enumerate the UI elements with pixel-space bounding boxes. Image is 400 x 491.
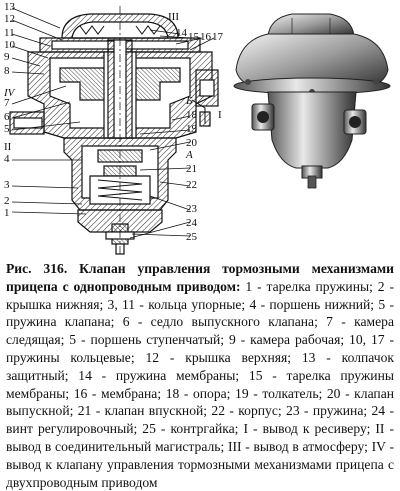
callout-8: 8 [4,65,10,77]
port-label-i: I [218,109,222,121]
sectional-view [9,6,219,255]
letter-a: А [185,149,193,161]
callout-16: 16 [200,31,212,43]
port-label-iii: III [168,11,179,23]
callout-21: 21 [186,163,197,175]
caption-body: 1 - тарелка пружины; 2 - крышка нижняя; … [6,278,394,490]
callout-23: 23 [186,203,198,215]
letter-b: Б [185,95,193,107]
port-labels: III I II IV Б А [3,11,222,161]
callout-15: 15 [188,31,200,43]
technical-figure: 13 12 11 10 9 8 7 6 5 4 3 2 1 14 15 16 1… [3,1,391,255]
callout-20: 20 [186,137,198,149]
callout-17: 17 [212,31,224,43]
callout-7: 7 [4,97,10,109]
valve-drawing: 13 12 11 10 9 8 7 6 5 4 3 2 1 14 15 16 1… [3,1,391,255]
exterior-view [233,13,391,189]
callout-4: 4 [4,153,10,165]
callout-18: 18 [186,109,198,121]
port-label-ii: II [4,141,12,153]
callout-5: 5 [4,123,10,135]
callout-19: 19 [186,123,198,135]
callout-25: 25 [186,231,198,243]
callout-1: 1 [4,207,10,219]
callout-24: 24 [186,217,198,229]
callout-10: 10 [4,39,16,51]
callout-13: 13 [4,1,16,13]
caption-title: Рис. 316. Клапан управления тормозными м… [6,261,394,294]
callout-2: 2 [4,195,10,207]
callout-14: 14 [176,27,188,39]
callout-22: 22 [186,179,197,191]
left-callouts: 13 12 11 10 9 8 7 6 5 4 3 2 1 [4,1,16,219]
callout-11: 11 [4,27,15,39]
right-callouts: 14 15 16 17 18 19 20 21 22 23 24 25 [176,27,224,243]
callout-6: 6 [4,111,10,123]
leader-lines [11,7,215,239]
callout-9: 9 [4,51,10,63]
callout-3: 3 [4,179,10,191]
port-label-iv: IV [3,87,16,99]
callout-12: 12 [4,13,15,25]
figure-caption: Рис. 316. Клапан управления тормозными м… [6,260,394,491]
